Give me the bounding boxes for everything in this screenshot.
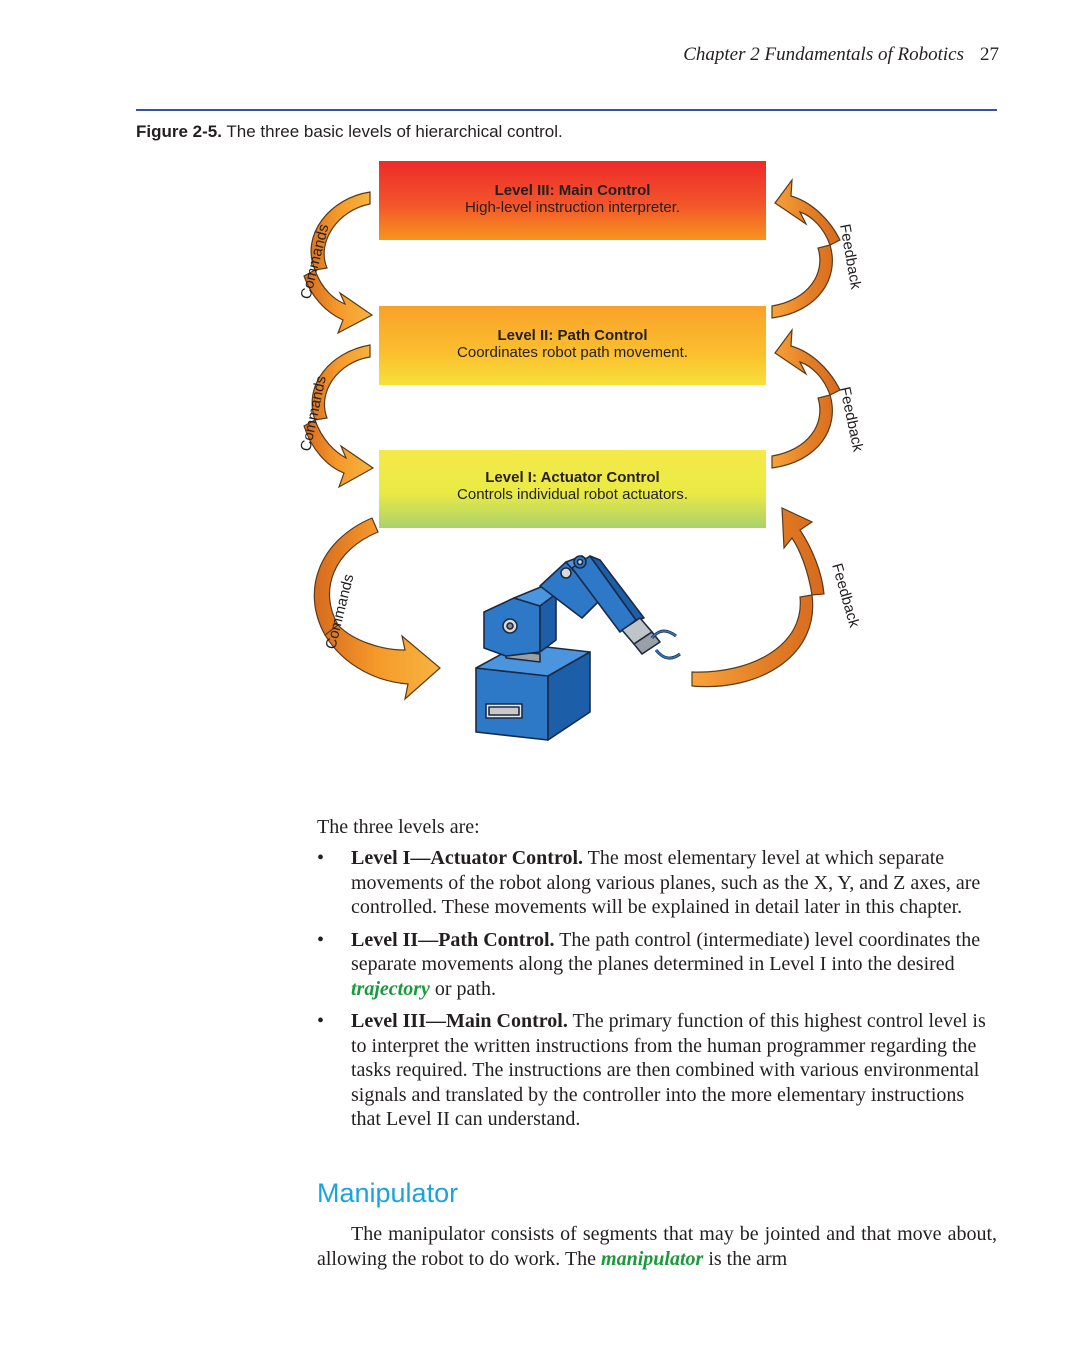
list-item: • Level III—Main Control. The primary fu… xyxy=(317,1009,997,1132)
bullet-glyph: • xyxy=(317,1010,325,1032)
bullet-3-head: Level III—Main Control. xyxy=(351,1010,568,1032)
chapter-title: Chapter 2 Fundamentals of Robotics xyxy=(683,44,964,65)
arrows-diagram: Commands Commands Commands Feedback Feed… xyxy=(297,178,867,741)
page-number: 27 xyxy=(980,44,999,65)
level-1-desc: Controls individual robot actuators. xyxy=(457,486,688,503)
bullet-2-text-after: or path. xyxy=(429,977,496,1000)
bullet-1-head: Level I—Actuator Control. xyxy=(351,847,584,869)
level-2-title: Level II: Path Control xyxy=(497,327,648,344)
hierarchy-figure: Level III: Main Control High-level instr… xyxy=(297,161,867,741)
feedback-label-3: Feedback xyxy=(828,561,863,629)
commands-arrow-3 xyxy=(313,517,441,701)
glossary-term-manipulator[interactable]: manipulator xyxy=(601,1247,704,1270)
commands-arrow-1 xyxy=(303,191,374,335)
para-text-after: is the arm xyxy=(703,1247,788,1270)
header-rule xyxy=(136,109,997,111)
glossary-term-trajectory[interactable]: trajectory xyxy=(351,977,430,1000)
commands-label-1: Commands xyxy=(297,222,332,301)
bullet-3-text: The primary function of this highest con… xyxy=(351,1010,986,1130)
level-3-box: Level III: Main Control High-level instr… xyxy=(379,161,766,240)
para-text-before: The manipulator consists of segments tha… xyxy=(317,1223,997,1270)
figure-caption-text: The three basic levels of hierarchical c… xyxy=(221,122,563,141)
level-2-box: Level II: Path Control Coordinates robot… xyxy=(379,306,766,385)
intro-text: The three levels are: xyxy=(317,816,480,838)
level-3-desc: High-level instruction interpreter. xyxy=(464,199,681,216)
running-head: Chapter 2 Fundamentals of Robotics 27 xyxy=(683,44,999,66)
robot-arm-illustration xyxy=(475,555,681,741)
levels-list: • Level I—Actuator Control. The most ele… xyxy=(317,846,997,1140)
section-heading: Manipulator xyxy=(317,1178,459,1208)
feedback-label-1: Feedback xyxy=(836,223,864,291)
list-item: • Level II—Path Control. The path contro… xyxy=(317,928,997,1002)
feedback-label-2: Feedback xyxy=(836,385,866,453)
list-item: • Level I—Actuator Control. The most ele… xyxy=(317,846,997,920)
feedback-arrow-1 xyxy=(771,178,841,319)
bullet-1-text: The most elementary level at which separ… xyxy=(351,847,981,918)
feedback-arrow-3 xyxy=(691,507,825,688)
feedback-arrow-2 xyxy=(771,328,841,469)
manipulator-paragraph: The manipulator consists of segments tha… xyxy=(317,1222,997,1271)
level-1-title: Level I: Actuator Control xyxy=(485,469,660,486)
commands-arrow-2 xyxy=(303,344,375,489)
bullet-2-head: Level II—Path Control. xyxy=(351,928,555,951)
bullet-glyph: • xyxy=(317,847,325,869)
figure-caption: Figure 2-5. The three basic levels of hi… xyxy=(136,122,563,142)
figure-label: Figure 2-5. xyxy=(136,122,222,141)
level-3-title: Level III: Main Control xyxy=(494,182,651,199)
bullet-glyph: • xyxy=(317,928,325,951)
level-2-desc: Coordinates robot path movement. xyxy=(457,344,688,361)
bullet-2-text-before: The path control (intermediate) level co… xyxy=(351,928,981,976)
level-1-box: Level I: Actuator Control Controls indiv… xyxy=(379,450,766,528)
